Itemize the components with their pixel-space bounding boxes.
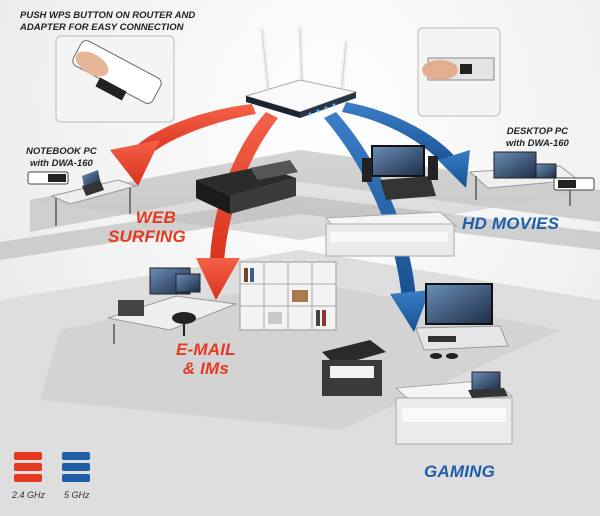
notebook-label-line-1: NOTEBOOK PC bbox=[26, 146, 97, 157]
gaming-tv bbox=[415, 283, 509, 359]
legend-icon-5ghz bbox=[62, 452, 90, 482]
arrow-gaming bbox=[324, 112, 430, 332]
email-line-1: E-MAIL bbox=[176, 340, 236, 359]
wps-instruction-line-2: ADAPTER FOR EASY CONNECTION bbox=[20, 22, 184, 33]
notebook-label-line-2: with DWA-160 bbox=[29, 158, 93, 169]
web-surfing-label: WEB SURFING bbox=[108, 208, 186, 246]
desktop-label: DESKTOP PC with DWA-160 bbox=[506, 126, 569, 150]
router bbox=[244, 25, 358, 118]
arrow-hd-movies bbox=[342, 102, 470, 188]
hd-movies-label: HD MOVIES bbox=[462, 214, 560, 233]
web-surfing-line-2: SURFING bbox=[108, 227, 186, 246]
arrow-email bbox=[196, 112, 278, 300]
legend-label-24ghz: 2.4 GHz bbox=[12, 490, 46, 500]
wps-instruction: PUSH WPS BUTTON ON ROUTER AND ADAPTER FO… bbox=[20, 10, 195, 34]
email-ims-label: E-MAIL & IMs bbox=[176, 340, 236, 378]
web-surfing-line-1: WEB bbox=[135, 208, 176, 227]
notebook-desk bbox=[27, 170, 138, 226]
upper-sofa bbox=[324, 211, 458, 257]
notebook-label: NOTEBOOK PC with DWA-160 bbox=[26, 146, 97, 170]
tv-stand bbox=[362, 145, 438, 200]
wps-adapter-inset bbox=[55, 35, 175, 123]
arrow-web-surfing bbox=[110, 104, 256, 186]
office-desk bbox=[107, 267, 238, 344]
bookshelf bbox=[239, 261, 337, 331]
desktop-label-line-2: with DWA-160 bbox=[506, 138, 569, 149]
desktop-desk bbox=[468, 151, 595, 206]
gaming-label: GAMING bbox=[424, 462, 496, 481]
armchair bbox=[322, 340, 386, 396]
email-line-2: & IMs bbox=[182, 359, 230, 378]
wps-instruction-line-1: PUSH WPS BUTTON ON ROUTER AND bbox=[20, 10, 196, 21]
wps-router-inset bbox=[417, 27, 501, 117]
desktop-label-line-1: DESKTOP PC bbox=[506, 126, 569, 137]
legend-label-5ghz: 5 GHz bbox=[64, 490, 90, 500]
legend-icon-24ghz bbox=[14, 452, 42, 482]
bed bbox=[196, 160, 298, 214]
gaming-sofa bbox=[394, 371, 514, 445]
